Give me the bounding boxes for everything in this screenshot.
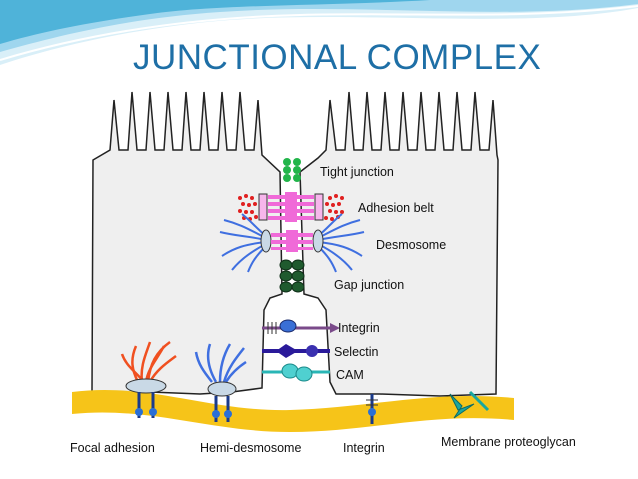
hemi-desmosome bbox=[194, 343, 247, 422]
cadherin-links bbox=[268, 192, 314, 222]
tight-junction-bead bbox=[293, 158, 301, 166]
membrane-proteoglycan bbox=[449, 390, 490, 419]
label-membrane-proteoglycan: Membrane proteoglycan bbox=[441, 435, 576, 449]
left-cell bbox=[91, 91, 283, 395]
focal-adhesion bbox=[120, 340, 177, 418]
label-cam: CAM bbox=[336, 368, 364, 382]
integrin-basal bbox=[366, 394, 378, 424]
adhesion-belt bbox=[238, 192, 344, 222]
wave-line bbox=[0, 5, 638, 61]
label-hemi-desmosome: Hemi-desmosome bbox=[200, 441, 301, 455]
slide-title: JUNCTIONAL COMPLEX bbox=[133, 38, 542, 77]
desmosome-filaments-right bbox=[317, 213, 365, 273]
connexon bbox=[291, 259, 305, 271]
label-adhesion-belt: Adhesion belt bbox=[358, 201, 434, 215]
desmoglein-links bbox=[271, 230, 313, 252]
hemi-desmosome-integrins bbox=[212, 396, 232, 422]
adhesion-plaque-right bbox=[314, 193, 324, 221]
label-integrin-lateral: Integrin bbox=[338, 321, 380, 335]
selectin bbox=[262, 344, 330, 358]
label-integrin-basal: Integrin bbox=[343, 441, 385, 455]
tight-junction-bead bbox=[293, 174, 301, 182]
tight-junction-bead bbox=[283, 174, 291, 182]
desmosome bbox=[219, 213, 365, 273]
label-tight-junction: Tight junction bbox=[320, 165, 394, 179]
right-cell bbox=[299, 91, 499, 397]
hemi-desmosome-filaments bbox=[194, 343, 247, 383]
tight-junction bbox=[283, 158, 301, 182]
hemi-desmosome-plaque bbox=[207, 381, 237, 397]
connexon bbox=[279, 259, 293, 271]
label-gap-junction: Gap junction bbox=[334, 278, 404, 292]
label-desmosome: Desmosome bbox=[376, 238, 446, 252]
basement-membrane bbox=[72, 389, 514, 432]
tight-junction-bead bbox=[283, 166, 291, 174]
connexon bbox=[279, 281, 293, 293]
adhesion-plaque-left bbox=[258, 193, 268, 221]
label-focal-adhesion: Focal adhesion bbox=[70, 441, 155, 455]
gap-junction bbox=[279, 259, 305, 293]
wave-band-3 bbox=[0, 0, 430, 44]
connexon bbox=[279, 270, 293, 282]
integrin-lateral bbox=[262, 319, 340, 334]
focal-adhesion-plaque bbox=[125, 378, 167, 394]
desmosome-plaque-right bbox=[312, 229, 324, 253]
connexon bbox=[291, 281, 305, 293]
tight-junction-bead bbox=[283, 158, 291, 166]
connexon bbox=[291, 270, 305, 282]
tight-junction-bead bbox=[293, 166, 301, 174]
desmosome-plaque-left bbox=[260, 229, 272, 253]
focal-adhesion-integrins bbox=[135, 392, 157, 418]
label-selectin: Selectin bbox=[334, 345, 379, 359]
cam bbox=[262, 363, 330, 382]
header-wave-decoration bbox=[0, 0, 638, 65]
wave-band-2 bbox=[0, 0, 638, 52]
